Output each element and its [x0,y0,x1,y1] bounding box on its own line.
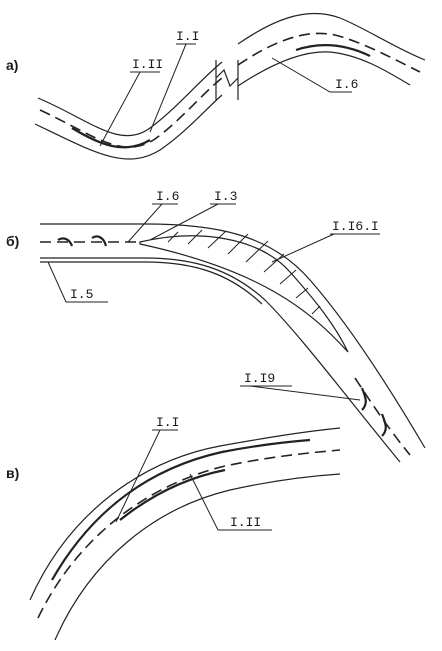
arrow-mark [380,413,387,437]
leader-I.5 [47,261,108,303]
hatch-line [207,230,227,249]
lane-line-mark [295,44,371,57]
panel-b: б) [6,189,426,463]
label-arrow: I.I9 [244,371,275,386]
label-edge-line: I.I [176,29,199,44]
hatch-line [187,229,203,245]
direction-arrows [57,235,387,437]
leader-I.II [189,473,272,531]
label-center-line: I.II [230,515,261,530]
island-outline [139,235,349,353]
edge-line-mark [51,438,311,581]
leader-I.I [115,429,178,523]
arrow-mark [57,237,74,247]
road-edge-bottom [40,257,401,463]
hatch-line [295,287,309,299]
hatch-line [279,269,297,285]
label-island-edge: I.3 [214,189,237,204]
road-edge-top-right [237,12,426,61]
road-centre-dashed [37,449,341,619]
panel-a-letter: а) [6,57,18,73]
leader-I.6 [271,57,352,93]
panel-c-road [29,427,341,641]
break-zigzag [215,68,239,88]
panel-b-road [40,223,426,463]
panel-a-annotations: I.I I.II I.6 [99,29,358,147]
leader-I.I9 [240,385,361,401]
label-left-line: I.5 [70,287,93,302]
panel-c: в) I.I I.II [6,415,341,641]
traffic-island [139,229,349,353]
leader-I.I6.I [271,233,380,263]
center-line-mark [119,468,226,521]
panel-a: а) I.I I.II I.6 [6,12,426,160]
edge-line-mark [71,127,151,149]
road-centre-dashed-right [237,32,421,73]
leader-I.6 [127,203,178,243]
road-edge-bottom [54,473,341,641]
panel-a-road-right [237,12,426,87]
label-center-line: I.II [132,57,163,72]
leader-I.I [149,43,196,133]
lane-line-dashed-lower [354,377,411,456]
label-lane-line: I.6 [335,77,358,92]
road-edge-top [40,223,426,449]
hatch-line [245,240,269,263]
hatch-line [227,233,249,255]
panel-b-letter: б) [6,233,19,249]
panel-b-annotations: I.6 I.3 I.I6.I I.5 I.I9 [47,189,380,401]
panel-a-break [215,60,239,100]
label-island: I.I6.I [332,219,379,234]
panel-a-road-left [34,61,223,160]
label-lane-line: I.6 [156,189,179,204]
road-edge-top [37,61,223,137]
leader-I.II [99,71,160,147]
hatch-line [311,305,321,315]
road-edge-top [29,427,341,601]
arrow-mark [360,387,367,411]
road-edge-bottom-inner [40,261,263,305]
arrow-mark [91,235,108,247]
road-centre-dashed [39,77,223,148]
road-edge-bottom [34,94,223,160]
leader-I.3 [149,203,236,241]
road-edge-bottom-right [237,51,411,87]
label-edge-line: I.I [156,415,179,430]
panel-c-letter: в) [6,465,19,481]
hatch-line [167,231,179,243]
panel-c-annotations: I.I I.II [115,415,272,531]
hatch-line [263,253,285,273]
